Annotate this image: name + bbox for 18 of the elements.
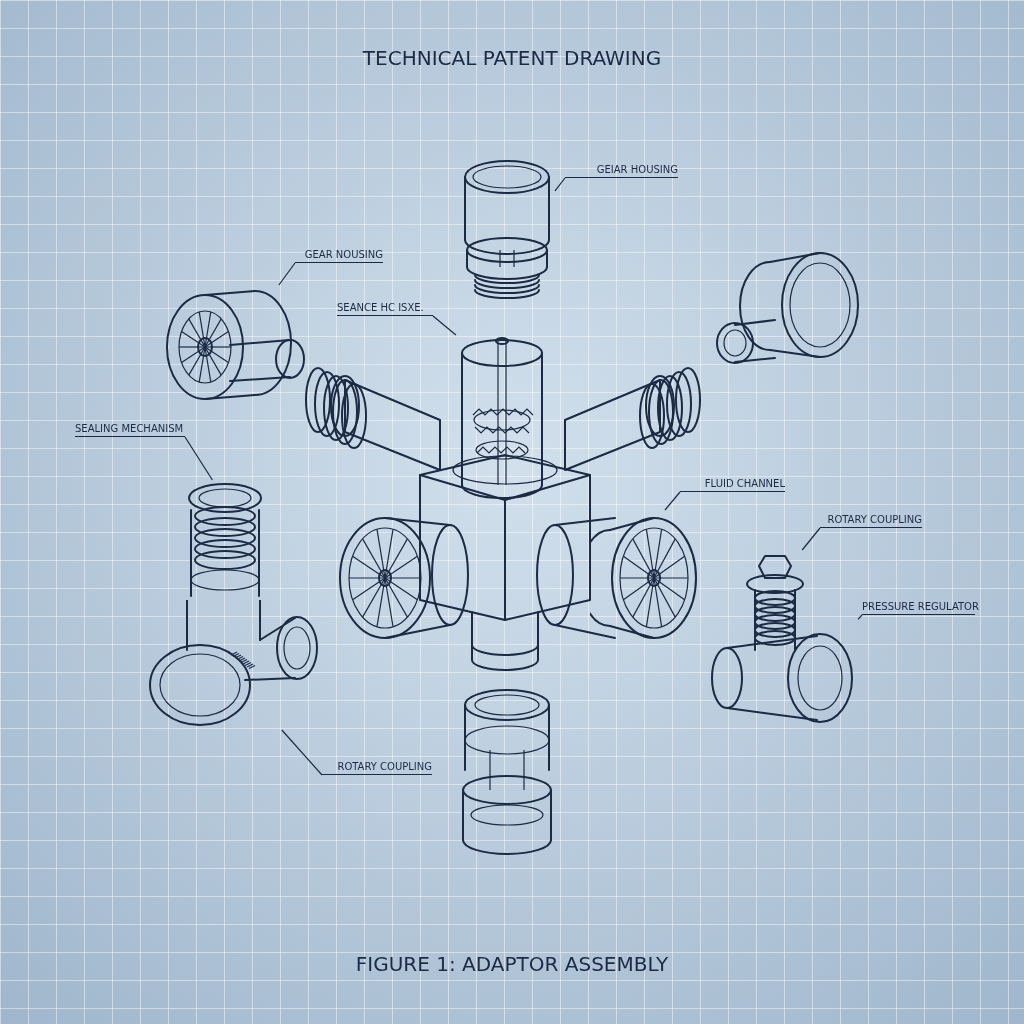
leader-line — [664, 491, 681, 511]
part-label: GEIAR HOUSING — [565, 164, 678, 178]
title: TECHNICAL PATENT DRAWING — [361, 46, 663, 70]
part-label: ROTARY COUPLING — [322, 761, 432, 775]
leader-line — [184, 436, 213, 481]
leader-line — [432, 315, 457, 336]
leader-line — [278, 262, 296, 286]
leader-line — [857, 614, 863, 620]
figure-caption: FIGURE 1: ADAPTOR ASSEMBLY — [354, 952, 670, 976]
part-label: FLUID CHANNEL — [680, 478, 785, 492]
leader-line — [801, 527, 821, 551]
part-label: ROTARY COUPLING — [820, 514, 922, 528]
leader-line — [281, 729, 323, 776]
part-label: SEANCE HC ISXE. — [337, 302, 433, 316]
leader-line — [554, 177, 566, 192]
spring-ring-drawing — [185, 480, 265, 600]
part-label: GEAR NOUSING — [295, 249, 383, 263]
part-label: SEALING MECHANISM — [75, 423, 185, 437]
